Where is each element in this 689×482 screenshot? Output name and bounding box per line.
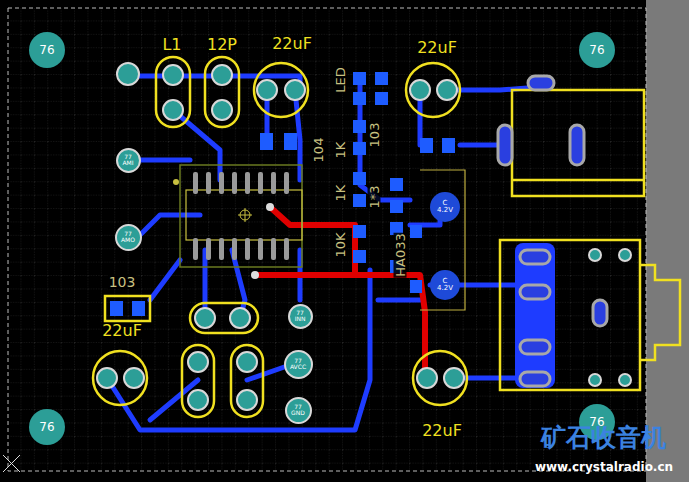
part-value: 1*3 <box>368 184 381 209</box>
test-pad: 77AMO <box>115 224 142 251</box>
capacitor-pad: C4.2V <box>430 270 460 300</box>
part-value: 1K <box>334 184 347 203</box>
mounting-hole: 76 <box>29 409 65 445</box>
part-name: LED <box>334 66 347 93</box>
pad-text: 4.2V <box>437 207 453 214</box>
pad-text: C <box>443 278 448 285</box>
part-value: 10K <box>334 231 347 258</box>
pad-text: AMO <box>121 237 135 243</box>
part-value: 22uF <box>271 36 313 52</box>
part-value: 12P <box>206 37 238 53</box>
part-value: 22uF <box>101 323 143 339</box>
test-pad: 77AMI <box>116 148 141 173</box>
pad-text: 76 <box>39 421 54 434</box>
mounting-hole: 76 <box>29 32 65 68</box>
pad-text: 76 <box>589 44 604 57</box>
test-pad: 77INN <box>288 304 313 329</box>
part-value: 22uF <box>416 40 458 56</box>
test-pad: 77AVCC <box>284 350 313 379</box>
part-value: 1K <box>334 141 347 160</box>
pad-text: C <box>443 200 448 207</box>
mounting-hole: 76 <box>579 32 615 68</box>
part-value: 103 <box>108 275 137 289</box>
part-value: 104 <box>312 137 325 164</box>
pad-text: 4.2V <box>437 285 453 292</box>
part-value: 22uF <box>421 423 463 439</box>
pad-text: GND <box>291 410 305 416</box>
watermark: www.crystalradio.cn <box>534 461 674 473</box>
pad-text: AVCC <box>290 364 306 370</box>
pad-text: 76 <box>39 44 54 57</box>
part-name: HA033 <box>394 232 407 277</box>
capacitor-pad: C4.2V <box>430 192 460 222</box>
test-pad: 77GND <box>285 397 312 424</box>
watermark: 矿石收音机 <box>540 425 667 450</box>
pad-text: AMI <box>122 160 133 166</box>
pad-text: INN <box>295 316 306 322</box>
part-name: L1 <box>161 37 182 53</box>
part-value: 103 <box>368 122 381 149</box>
